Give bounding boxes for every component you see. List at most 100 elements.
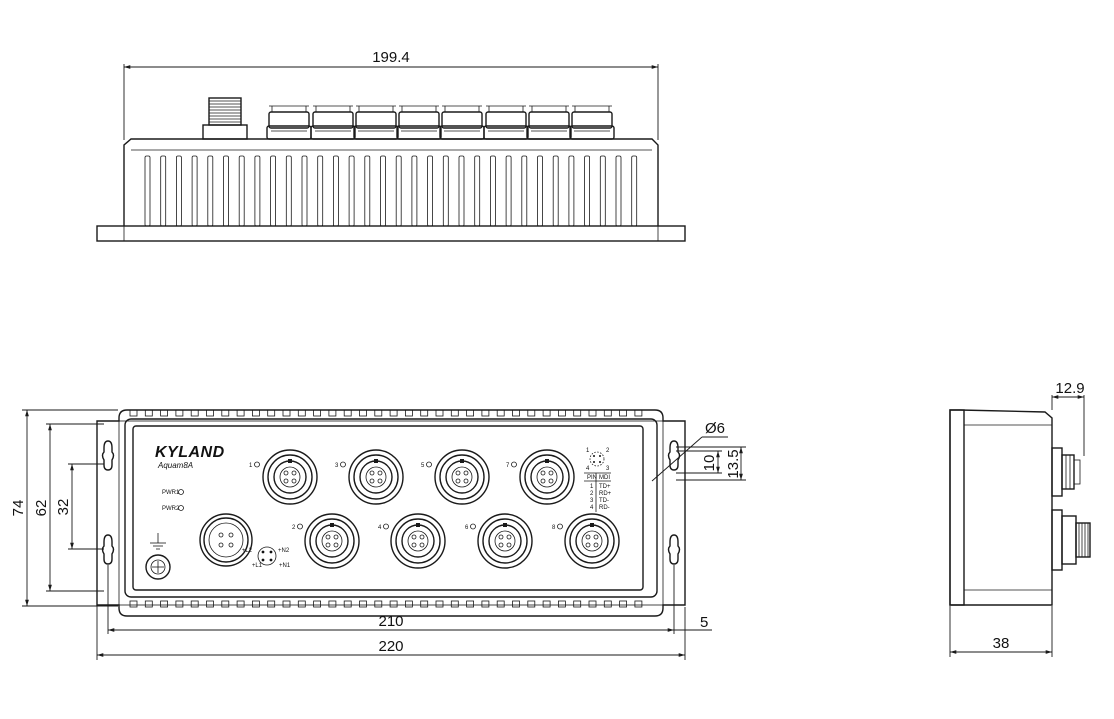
tooth [450, 600, 459, 608]
top-port-connector [310, 105, 356, 140]
front-outer-outline [96, 409, 686, 617]
tooth [313, 409, 322, 417]
tooth [297, 600, 306, 608]
tooth [466, 409, 475, 417]
pin-label-l2: +L2 [242, 548, 253, 554]
fin [427, 155, 434, 227]
tooth [221, 409, 230, 417]
tooth [466, 600, 475, 608]
fin [537, 155, 543, 227]
tooth [527, 409, 536, 417]
top-port-connector [266, 105, 312, 140]
fin [270, 155, 277, 227]
tooth [343, 409, 352, 417]
tooth [542, 409, 551, 417]
tooth [603, 409, 612, 417]
tooth [558, 409, 566, 417]
power-pinout: +L2 +N2 +L1 +N1 [242, 546, 291, 569]
tooth [619, 409, 627, 417]
fin [584, 155, 590, 227]
pin-table-header-pin: PIN [587, 475, 597, 481]
tooth [267, 409, 276, 417]
pin-table-header-mdi: MDI [599, 475, 610, 481]
fin [332, 155, 339, 227]
tooth [573, 409, 582, 417]
ground-icon [150, 533, 166, 550]
dim-13-5: 13.5 [725, 449, 742, 478]
tooth [634, 409, 643, 417]
fin [568, 155, 575, 227]
fin [395, 155, 402, 227]
tooth [435, 409, 444, 417]
top-base-plate [96, 225, 686, 242]
dim-10: 10 [701, 455, 718, 472]
side-view: 12.9 38 [949, 380, 1091, 657]
tooth [420, 600, 429, 608]
port-led [340, 461, 346, 468]
front-panel [124, 418, 658, 598]
tooth [282, 409, 291, 417]
port-led [426, 461, 432, 468]
ethernet-port-8: 8 [552, 513, 620, 569]
pin-label-n1: +N1 [279, 563, 291, 569]
tooth [129, 409, 138, 417]
pin-signal: TD+ [599, 484, 611, 490]
top-body [123, 138, 659, 226]
tooth [512, 409, 520, 417]
tooth [496, 600, 505, 608]
legend-num-4: 4 [586, 466, 590, 472]
port-led [297, 523, 303, 530]
tooth [389, 409, 398, 417]
pin-number: 2 [590, 491, 594, 497]
tooth [343, 600, 352, 608]
tooth [129, 600, 138, 608]
pin-label-l1: +L1 [252, 563, 263, 569]
mounting-slot-right-bottom [667, 534, 681, 565]
top-view: 199.4 [96, 49, 686, 242]
ethernet-port-3: 3 [335, 449, 404, 505]
fin [223, 155, 229, 227]
legend-num-1: 1 [586, 448, 590, 454]
front-view: KYLAND Aquam8A PWR1 PWR2 [10, 409, 746, 660]
side-connector-bottom [1051, 509, 1091, 571]
tooth [558, 600, 566, 608]
port-number: 4 [378, 525, 382, 531]
tooth [206, 409, 214, 417]
fin [207, 155, 214, 227]
model-label: Aquam8A [157, 461, 193, 470]
fin [458, 155, 465, 227]
fin [175, 155, 182, 227]
fin [380, 155, 386, 227]
tooth [588, 409, 597, 417]
fin [285, 155, 292, 227]
ethernet-port-2: 2 [292, 513, 360, 569]
fin [254, 155, 261, 227]
tooth [619, 600, 627, 608]
side-body [949, 409, 1053, 606]
fin [238, 155, 245, 227]
dim-hole-diameter: Ø6 [705, 420, 725, 437]
port-led [511, 461, 517, 468]
dim-side-connector: 12.9 [1055, 380, 1084, 397]
fin [552, 155, 559, 227]
tooth [297, 409, 306, 417]
side-flange [949, 409, 965, 606]
tooth [374, 600, 383, 608]
led-pwr2-label: PWR2 [162, 506, 180, 512]
fin [442, 155, 449, 227]
tooth [267, 600, 276, 608]
tooth [450, 409, 459, 417]
tooth [144, 409, 153, 417]
tooth [389, 600, 398, 608]
tooth [359, 409, 367, 417]
tooth [175, 409, 184, 417]
top-port-connector [483, 105, 529, 140]
tooth [190, 409, 199, 417]
tooth [404, 600, 413, 608]
port-number: 8 [552, 525, 556, 531]
dim-5: 5 [700, 614, 708, 631]
tooth [481, 409, 490, 417]
tooth [328, 409, 337, 417]
